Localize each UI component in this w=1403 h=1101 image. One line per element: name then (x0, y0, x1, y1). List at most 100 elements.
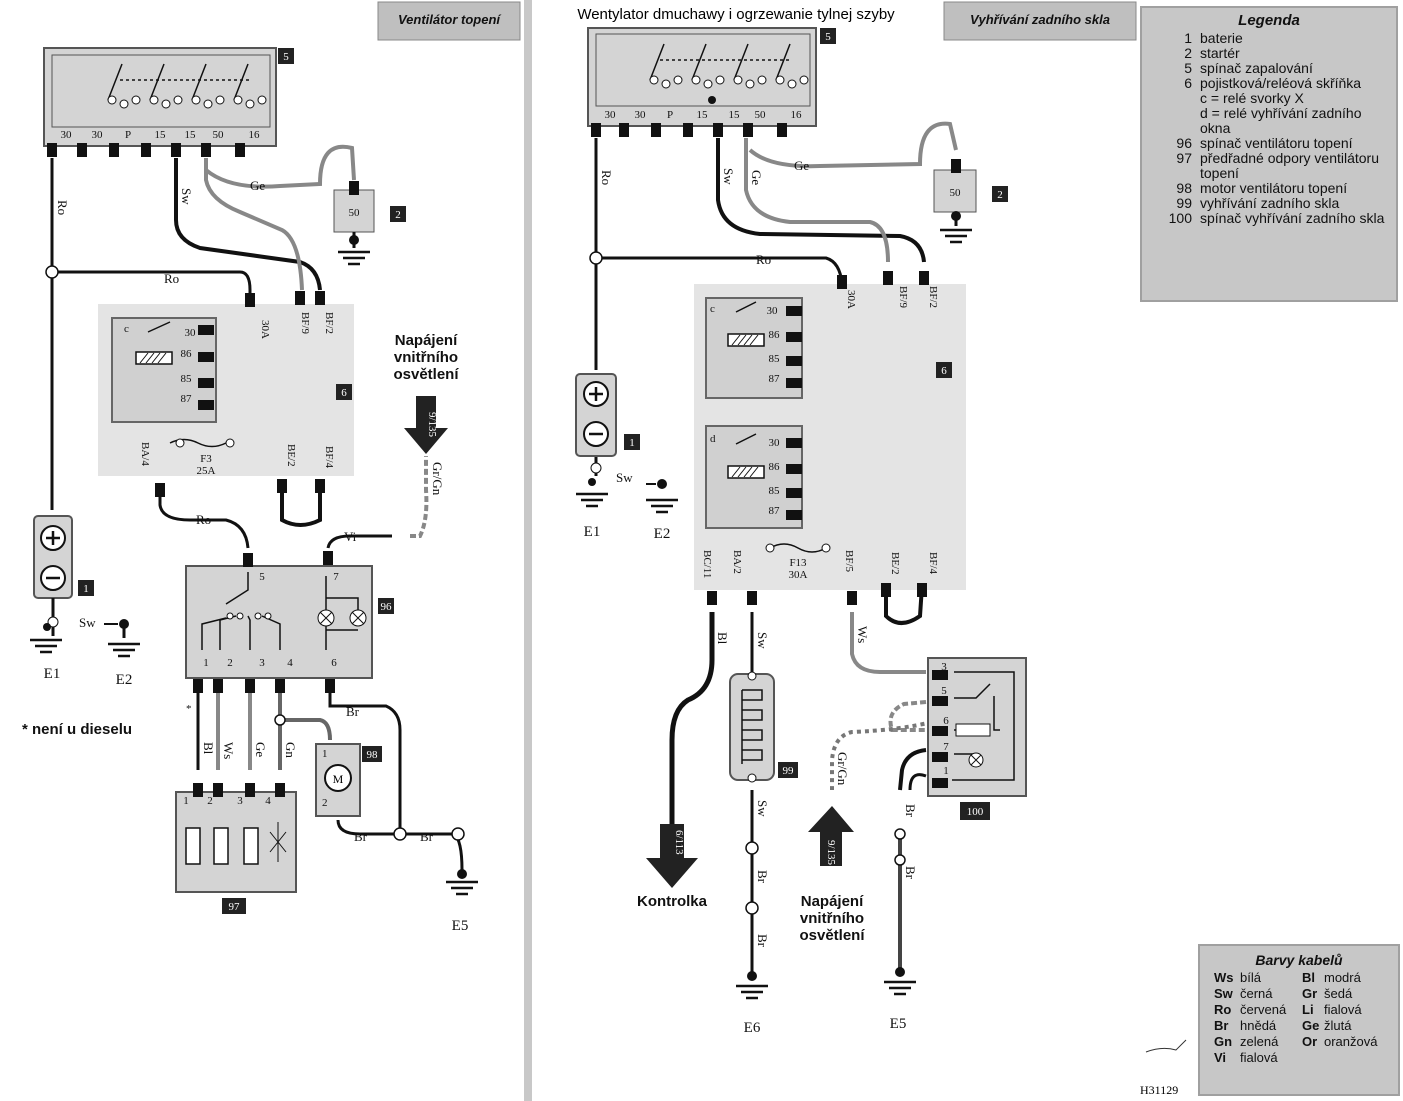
svg-text:16: 16 (249, 129, 261, 141)
svg-text:Br: Br (354, 829, 368, 844)
svg-text:50: 50 (349, 207, 361, 219)
svg-text:P: P (125, 129, 131, 141)
svg-text:BF/4: BF/4 (323, 446, 335, 469)
svg-text:Ge: Ge (253, 742, 268, 757)
svg-text:BF/9: BF/9 (897, 286, 909, 309)
svg-text:9/135: 9/135 (825, 840, 837, 866)
label-5-left: 5 (283, 51, 289, 63)
resistors-97: 1 2 3 4 97 (175, 783, 297, 914)
left-title-tab: Ventilátor topení (377, 1, 521, 41)
svg-text:16: 16 (791, 109, 803, 121)
svg-text:5: 5 (941, 685, 947, 697)
svg-text:2: 2 (322, 797, 328, 809)
svg-text:BC/11: BC/11 (701, 550, 713, 578)
svg-text:BF/9: BF/9 (299, 312, 311, 335)
fan-switch-96: 5 7 1 2 3 4 6 96 * (185, 551, 394, 715)
ignition-switch-left: 5 30 30 P 15 15 50 16 (43, 47, 294, 157)
starter-right: 50 2 (933, 159, 1008, 244)
svg-text:1: 1 (83, 583, 89, 595)
svg-text:Br: Br (755, 934, 770, 948)
svg-text:Br: Br (903, 866, 918, 880)
svg-text:25A: 25A (197, 465, 216, 477)
svg-text:Ventilátor topení: Ventilátor topení (398, 12, 501, 27)
svg-text:85: 85 (181, 373, 193, 385)
svg-text:Sw: Sw (755, 800, 770, 817)
svg-text:BA/2: BA/2 (731, 550, 743, 574)
svg-text:6: 6 (941, 365, 947, 377)
svg-text:Ge: Ge (794, 158, 809, 173)
svg-text:6: 6 (331, 657, 337, 669)
kontrolka-arrow: 6/113 Kontrolka (637, 824, 708, 910)
svg-text:P: P (667, 109, 673, 121)
legend-title: Legenda (1238, 12, 1300, 29)
svg-text:M: M (333, 772, 344, 786)
svg-text:15: 15 (185, 129, 197, 141)
svg-text:Ro: Ro (196, 512, 211, 527)
svg-text:F3: F3 (200, 453, 212, 465)
svg-text:E1: E1 (584, 524, 601, 540)
ground-e6: E6 (734, 971, 770, 1036)
svg-text:c: c (710, 303, 715, 315)
svg-text:3: 3 (237, 795, 243, 807)
legend-item: d = relé vyhřívání zadního okna (1200, 105, 1362, 136)
rear-heater-switch-100: 3 5 6 7 1 100 (927, 657, 1027, 820)
svg-text:4: 4 (287, 657, 293, 669)
svg-text:Bl: Bl (715, 632, 730, 645)
svg-text:Sw: Sw (755, 632, 770, 649)
svg-text:5: 5 (259, 571, 265, 583)
svg-text:87: 87 (769, 373, 781, 385)
svg-text:Br: Br (346, 704, 360, 719)
svg-text:E5: E5 (452, 918, 469, 934)
svg-text:1: 1 (183, 795, 189, 807)
svg-text:E2: E2 (116, 672, 133, 688)
svg-text:Gr/Gn: Gr/Gn (430, 462, 445, 496)
svg-text:50: 50 (950, 187, 962, 199)
svg-text:4: 4 (265, 795, 271, 807)
drawing-code: H31129 (1140, 1039, 1187, 1097)
svg-text:Sw: Sw (179, 188, 194, 205)
svg-text:Kontrolka: Kontrolka (637, 893, 708, 910)
svg-text:3: 3 (941, 661, 947, 673)
svg-text:Ro: Ro (164, 271, 179, 286)
svg-text:c: c (124, 323, 129, 335)
svg-text:50: 50 (213, 129, 225, 141)
svg-text:85: 85 (769, 485, 781, 497)
svg-text:Ge: Ge (250, 178, 265, 193)
diesel-note: * není u dieselu (22, 721, 132, 738)
right-wires (594, 121, 958, 976)
svg-text:Ro: Ro (756, 252, 771, 267)
svg-text:6/113: 6/113 (673, 830, 685, 855)
svg-text:Ws: Ws (855, 626, 870, 643)
svg-text:Vi: Vi (344, 529, 357, 544)
svg-text:98: 98 (367, 749, 379, 761)
svg-text:E2: E2 (654, 526, 671, 542)
svg-text:30: 30 (61, 129, 73, 141)
svg-text:BF/2: BF/2 (323, 312, 335, 334)
svg-text:30: 30 (767, 305, 779, 317)
relay-box-right: c 30 86 85 87 d 30 86 85 87 6 F13 30A 30… (694, 271, 966, 605)
svg-text:BF/5: BF/5 (843, 550, 855, 573)
svg-text:E1: E1 (44, 666, 61, 682)
svg-text:Br: Br (903, 804, 918, 818)
svg-text:1: 1 (322, 748, 328, 760)
label-5-left-box (278, 48, 294, 64)
svg-text:BA/4: BA/4 (139, 442, 151, 466)
svg-text:2: 2 (395, 209, 401, 221)
svg-text:50: 50 (755, 109, 767, 121)
svg-text:H31129: H31129 (1140, 1083, 1178, 1097)
svg-text:7: 7 (943, 741, 949, 753)
svg-text:30A: 30A (845, 290, 857, 309)
svg-text:BF/2: BF/2 (927, 286, 939, 308)
svg-text:6: 6 (341, 387, 347, 399)
svg-text:30A: 30A (789, 569, 808, 581)
